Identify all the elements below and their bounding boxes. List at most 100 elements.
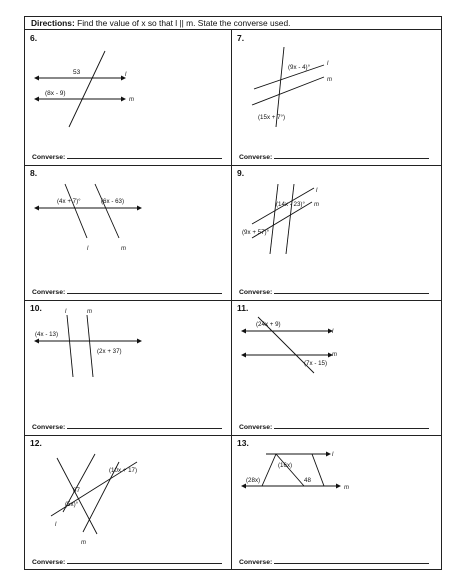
angle-label: (16x) bbox=[278, 462, 292, 469]
angle-label: (15x + 7°) bbox=[258, 114, 285, 121]
line-label: l bbox=[327, 61, 329, 67]
arrow-head bbox=[328, 352, 333, 358]
row-divider bbox=[25, 435, 441, 436]
angle-label: (4x - 13) bbox=[35, 331, 58, 338]
angle-label: (9x - 4)° bbox=[288, 64, 311, 71]
arrow-head bbox=[137, 205, 142, 211]
problem-12: 12. (10x + 17) 87 (5x)° l m Converse: bbox=[25, 436, 231, 570]
angle-label: (7x - 15) bbox=[304, 360, 327, 367]
line-label: l bbox=[87, 246, 89, 252]
line-m bbox=[251, 76, 325, 106]
angle-label: (5x)° bbox=[65, 501, 79, 508]
line-label: m bbox=[344, 485, 349, 491]
problem-8: 8. (4x + 7)° (6x - 63) l m Converse: bbox=[25, 166, 231, 300]
arrow-head bbox=[241, 328, 246, 334]
arrow-head bbox=[34, 338, 39, 344]
arrow-head bbox=[241, 483, 246, 489]
angle-label: (9x + 57)° bbox=[242, 229, 270, 236]
line-label: m bbox=[87, 309, 92, 315]
angle-label: (24x + 9) bbox=[256, 321, 281, 328]
angle-label: 87 bbox=[73, 487, 80, 494]
problem-number: 11. bbox=[237, 303, 249, 313]
line-label: m bbox=[327, 77, 332, 83]
arrow-head bbox=[121, 75, 126, 81]
line-label: l bbox=[55, 522, 57, 528]
angle-label: (6x - 63) bbox=[101, 198, 124, 205]
line-label: l bbox=[316, 188, 318, 194]
converse-field[interactable]: Converse: bbox=[239, 287, 430, 296]
arrow-head bbox=[137, 338, 142, 344]
line-label: m bbox=[332, 352, 337, 358]
converse-field[interactable]: Converse: bbox=[239, 152, 430, 161]
angle-label: (8x - 9) bbox=[45, 90, 66, 97]
line-label: m bbox=[81, 540, 86, 546]
problem-6: 6. 53 (8x - 9) l m Converse: bbox=[25, 31, 231, 165]
line-m bbox=[86, 314, 94, 378]
converse-field[interactable]: Converse: bbox=[239, 557, 430, 566]
angle-label: (4x + 7)° bbox=[57, 198, 81, 205]
converse-field[interactable]: Converse: bbox=[32, 152, 223, 161]
problem-10: 10. (4x - 13) (2x + 37) l m Converse: bbox=[25, 301, 231, 435]
row-divider bbox=[25, 165, 441, 166]
problem-number: 7. bbox=[237, 33, 245, 43]
transversal bbox=[251, 201, 313, 239]
problem-number: 12. bbox=[30, 438, 42, 448]
converse-field[interactable]: Converse: bbox=[32, 422, 223, 431]
trapezoid-side bbox=[311, 453, 325, 487]
converse-field[interactable]: Converse: bbox=[239, 422, 430, 431]
line-l bbox=[62, 453, 96, 513]
arrow-head bbox=[34, 96, 39, 102]
angle-label: (2x + 37) bbox=[97, 348, 122, 355]
diagram-6: 53 (8x - 9) l m bbox=[34, 50, 134, 128]
problem-9: 9. (14x - 23)° (9x + 57)° l m Converse: bbox=[232, 166, 441, 300]
diagram-12: (10x + 17) 87 (5x)° l m bbox=[50, 453, 138, 546]
line-m bbox=[94, 183, 120, 239]
problem-number: 9. bbox=[237, 168, 245, 178]
angle-label: 48 bbox=[304, 477, 311, 484]
problem-7: 7. (9x - 4)° (15x + 7°) l m Converse: bbox=[232, 31, 441, 165]
directions-header: Directions: Find the value of x so that … bbox=[25, 17, 441, 30]
transversal bbox=[257, 316, 315, 374]
arrow-head bbox=[121, 96, 126, 102]
line-label: m bbox=[129, 97, 134, 103]
transversal bbox=[56, 457, 98, 535]
problem-number: 13. bbox=[237, 438, 249, 448]
converse-field[interactable]: Converse: bbox=[32, 287, 223, 296]
line-m bbox=[285, 183, 295, 255]
arrow-head bbox=[328, 328, 333, 334]
diagram-9: (14x - 23)° (9x + 57)° l m bbox=[242, 183, 319, 255]
worksheet: Directions: Find the value of x so that … bbox=[24, 16, 442, 570]
line-label: m bbox=[314, 202, 319, 208]
diagram-10: (4x - 13) (2x + 37) l m bbox=[34, 309, 142, 378]
line-l bbox=[64, 183, 88, 239]
angle-label: (28x) bbox=[246, 477, 260, 484]
line-l bbox=[66, 314, 74, 378]
angle-label: 53 bbox=[73, 69, 81, 76]
problem-13: 13. (16x) (28x) 48 l m Converse: bbox=[232, 436, 441, 570]
diagram-7: (9x - 4)° (15x + 7°) l m bbox=[251, 46, 332, 128]
directions-text: Find the value of x so that l || m. Stat… bbox=[77, 18, 291, 28]
line-label: m bbox=[121, 246, 126, 252]
diagram-11: (24x + 9) (7x - 15) l m bbox=[241, 316, 337, 374]
converse-field[interactable]: Converse: bbox=[32, 557, 223, 566]
line-l bbox=[269, 183, 279, 255]
diagram-8: (4x + 7)° (6x - 63) l m bbox=[34, 183, 142, 252]
problem-11: 11. (24x + 9) (7x - 15) l m Converse: bbox=[232, 301, 441, 435]
transversal bbox=[251, 187, 315, 225]
transversal bbox=[275, 46, 285, 128]
arrow-head bbox=[241, 352, 246, 358]
line-m bbox=[82, 461, 120, 533]
line-l bbox=[253, 64, 325, 90]
row-divider bbox=[25, 300, 441, 301]
angle-label: (10x + 17) bbox=[109, 467, 137, 474]
line-label: l bbox=[125, 72, 127, 78]
column-divider bbox=[231, 30, 232, 569]
diagonal bbox=[275, 453, 305, 487]
diagram-13: (16x) (28x) 48 l m bbox=[241, 451, 349, 491]
line-label: l bbox=[332, 329, 334, 335]
line-label: l bbox=[65, 309, 67, 315]
arrow-head bbox=[326, 451, 331, 457]
arrow-head bbox=[336, 483, 341, 489]
problem-number: 6. bbox=[30, 33, 38, 43]
transversal bbox=[68, 50, 106, 128]
